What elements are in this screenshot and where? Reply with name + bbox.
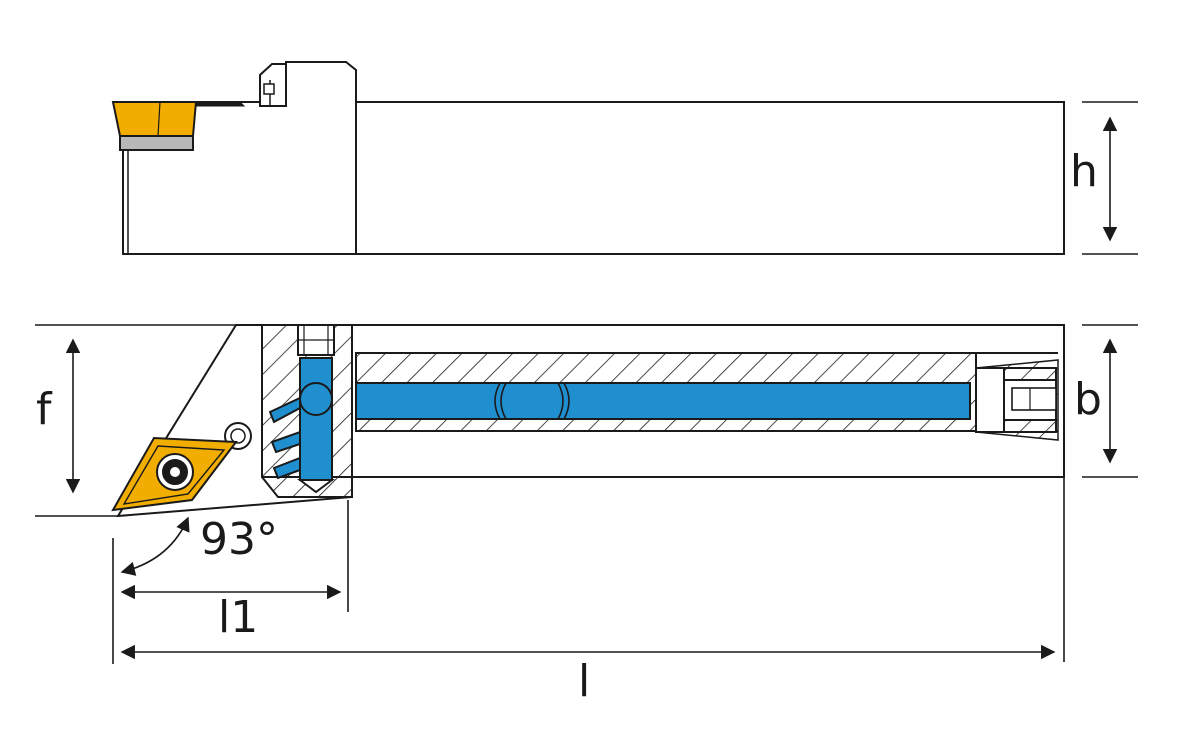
nozzle-2 [270,430,301,454]
shim-side [119,135,194,151]
label-f: f [36,384,53,435]
dimensions [65,101,1138,664]
coolant-channel [355,382,971,420]
top-view [35,324,1065,518]
insert-side [111,101,198,137]
shank-side [355,101,1065,255]
head-side [122,61,357,255]
label-angle: 93° [200,514,278,565]
coolant-vertical [299,357,333,481]
nozzle-3 [272,456,301,480]
label-b: b [1074,374,1102,425]
label-l: l [578,656,590,707]
coolant-junction [299,382,333,416]
nozzle-1 [268,396,301,424]
label-h: h [1070,146,1098,197]
label-l1: l1 [218,592,258,643]
side-view [111,61,1065,255]
